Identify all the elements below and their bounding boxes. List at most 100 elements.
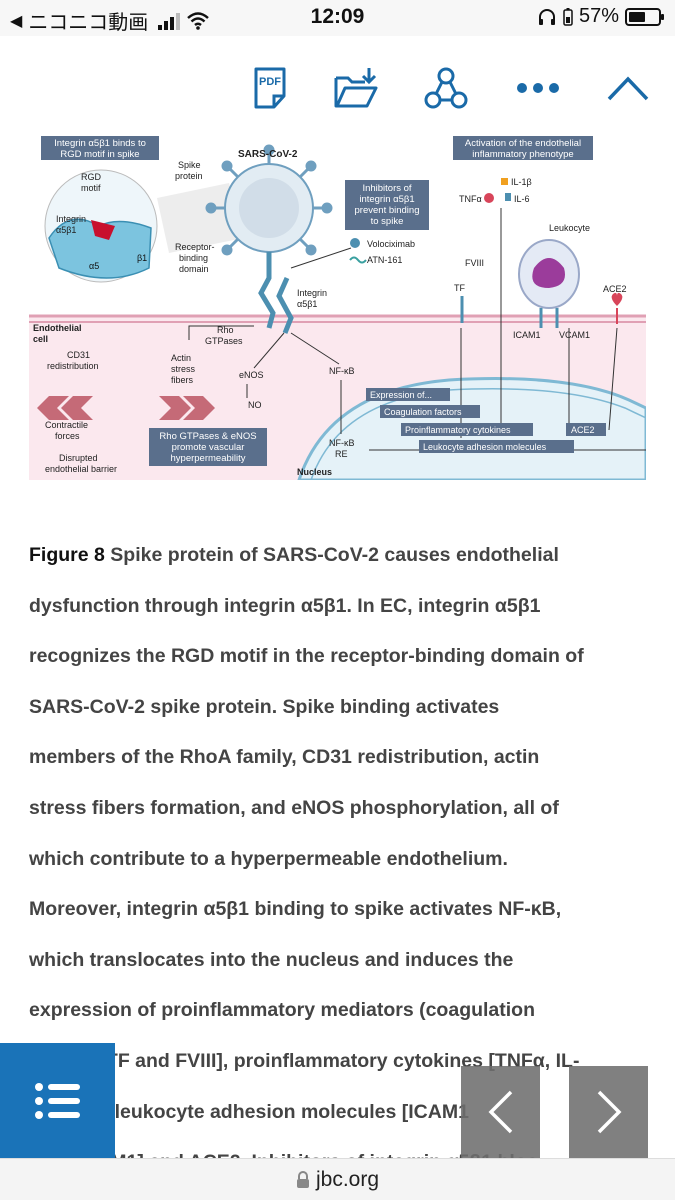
next-page-button[interactable] — [569, 1066, 648, 1158]
signal-icon — [158, 12, 181, 30]
box-inhibitors-l1: Inhibitors of — [362, 183, 411, 194]
label-nfkb: NF-κB — [329, 366, 355, 376]
caption-line-7: which contribute to a hyperpermeable end… — [29, 847, 508, 870]
box-inhibitors-l4: to spike — [371, 216, 404, 227]
label-endothelial-l2: cell — [33, 334, 48, 344]
label-actin-l3: fibers — [171, 375, 194, 385]
chevron-right-icon — [597, 1090, 621, 1134]
label-rbd-l2: binding — [179, 253, 208, 263]
box-rho-l1: Rho GTPases & eNOS — [159, 431, 256, 442]
caption-line-4: SARS-CoV-2 spike protein. Spike binding … — [29, 695, 500, 718]
status-right: 57% — [537, 5, 664, 28]
caption-line-10: expression of proinflammatory mediators … — [29, 999, 536, 1022]
more-button[interactable] — [514, 64, 562, 112]
label-cd31-l2: redistribution — [47, 361, 99, 371]
label-actin-l1: Actin — [171, 353, 191, 363]
back-to-app-icon[interactable]: ◀ — [10, 12, 23, 30]
share-network-icon — [424, 67, 468, 109]
box-inhibitors-l3: prevent binding — [355, 205, 420, 216]
battery-percent: 57% — [578, 5, 619, 27]
caption-line-6: stress fibers formation, and eNOS phosph… — [29, 796, 559, 819]
label-nfkb-re-l2: RE — [335, 449, 348, 459]
label-contractile-l1: Contractile — [45, 420, 88, 430]
pdf-button[interactable]: PDF — [246, 64, 294, 112]
caption-line-11: factors [TF and FVIII], proinflammatory … — [29, 1049, 580, 1072]
box-coagulation: Coagulation factors — [384, 407, 462, 417]
label-integrin-left-l2: α5β1 — [56, 225, 76, 235]
label-b1: β1 — [137, 253, 147, 263]
wifi-icon — [187, 11, 210, 30]
label-il1b: IL-1β — [511, 177, 532, 187]
label-atn: ATN-161 — [367, 255, 402, 265]
label-vcam1: VCAM1 — [559, 330, 590, 340]
label-integrin-left-l1: Integrin — [56, 214, 86, 224]
label-rbd-l1: Receptor- — [175, 242, 215, 252]
label-il6: IL-6 — [514, 194, 530, 204]
label-disrupted-l1: Disrupted — [59, 453, 98, 463]
carrier-name[interactable]: ニコニコ動画 — [28, 12, 149, 34]
figure-label: Figure 8 — [29, 544, 105, 566]
label-cd31-l1: CD31 — [67, 350, 90, 360]
reader-toolbar: PDF — [0, 36, 675, 136]
status-bar: ◀ ニコニコ動画 12:09 57% — [0, 0, 675, 36]
label-volociximab: Volociximab — [367, 239, 415, 249]
box-activation-l2: inflammatory phenotype — [472, 149, 573, 160]
battery-icon — [625, 7, 664, 26]
box-leukocyte-adhesion: Leukocyte adhesion molecules — [423, 442, 547, 452]
list-icon — [34, 1082, 80, 1119]
caption-line-3: recognizes the RGD motif in the receptor… — [29, 645, 584, 668]
box-inhibitors-l2: integrin α5β1 — [359, 194, 414, 205]
label-tnfa: TNFα — [459, 194, 482, 204]
caption-line-8: Moreover, integrin α5β1 binding to spike… — [29, 898, 562, 921]
chevron-left-icon — [488, 1090, 512, 1134]
url-bar[interactable]: jbc.org — [0, 1158, 675, 1200]
pdf-icon-text: PDF — [259, 76, 281, 88]
caption-line-1: Spike protein of SARS-CoV-2 causes endot… — [110, 544, 559, 566]
figure-caption: Figure 8 Spike protein of SARS-CoV-2 cau… — [29, 530, 646, 1188]
collapse-button[interactable] — [604, 64, 652, 112]
share-button[interactable] — [422, 64, 470, 112]
box-proinflammatory: Proinflammatory cytokines — [405, 425, 511, 435]
lock-icon — [296, 1170, 309, 1188]
folder-download-icon — [334, 68, 378, 108]
label-ace2-top: ACE2 — [603, 284, 627, 294]
label-a5: α5 — [89, 261, 99, 271]
label-icam1: ICAM1 — [513, 330, 541, 340]
label-nfkb-re-l1: NF-κB — [329, 438, 355, 448]
label-leukocyte: Leukocyte — [549, 223, 590, 233]
table-of-contents-button[interactable] — [0, 1043, 115, 1158]
download-button[interactable] — [332, 64, 380, 112]
battery-small-icon — [563, 7, 573, 26]
box-integrin-binds-l1: Integrin α5β1 binds to — [54, 138, 146, 149]
label-rho-l1: Rho — [217, 325, 234, 335]
caption-line-5: members of the RhoA family, CD31 redistr… — [29, 746, 540, 769]
label-rbd-l3: domain — [179, 264, 209, 274]
box-activation-l1: Activation of the endothelial — [465, 138, 581, 149]
box-rho-l3: hyperpermeability — [171, 453, 246, 464]
chevron-up-icon — [607, 76, 649, 101]
box-expression: Expression of... — [370, 390, 432, 400]
url-text: jbc.org — [315, 1167, 380, 1191]
pdf-icon: PDF — [254, 67, 286, 109]
label-integrin-mid-l2: α5β1 — [297, 299, 317, 309]
label-tf: TF — [454, 283, 465, 293]
caption-line-2: dysfunction through integrin α5β1. In EC… — [29, 594, 541, 617]
label-rgd-l1: RGD — [81, 172, 102, 182]
label-contractile-l2: forces — [55, 431, 80, 441]
previous-page-button[interactable] — [461, 1066, 540, 1158]
label-disrupted-l2: endothelial barrier — [45, 464, 117, 474]
label-endothelial-l1: Endothelial — [33, 323, 82, 333]
box-ace2: ACE2 — [571, 425, 595, 435]
